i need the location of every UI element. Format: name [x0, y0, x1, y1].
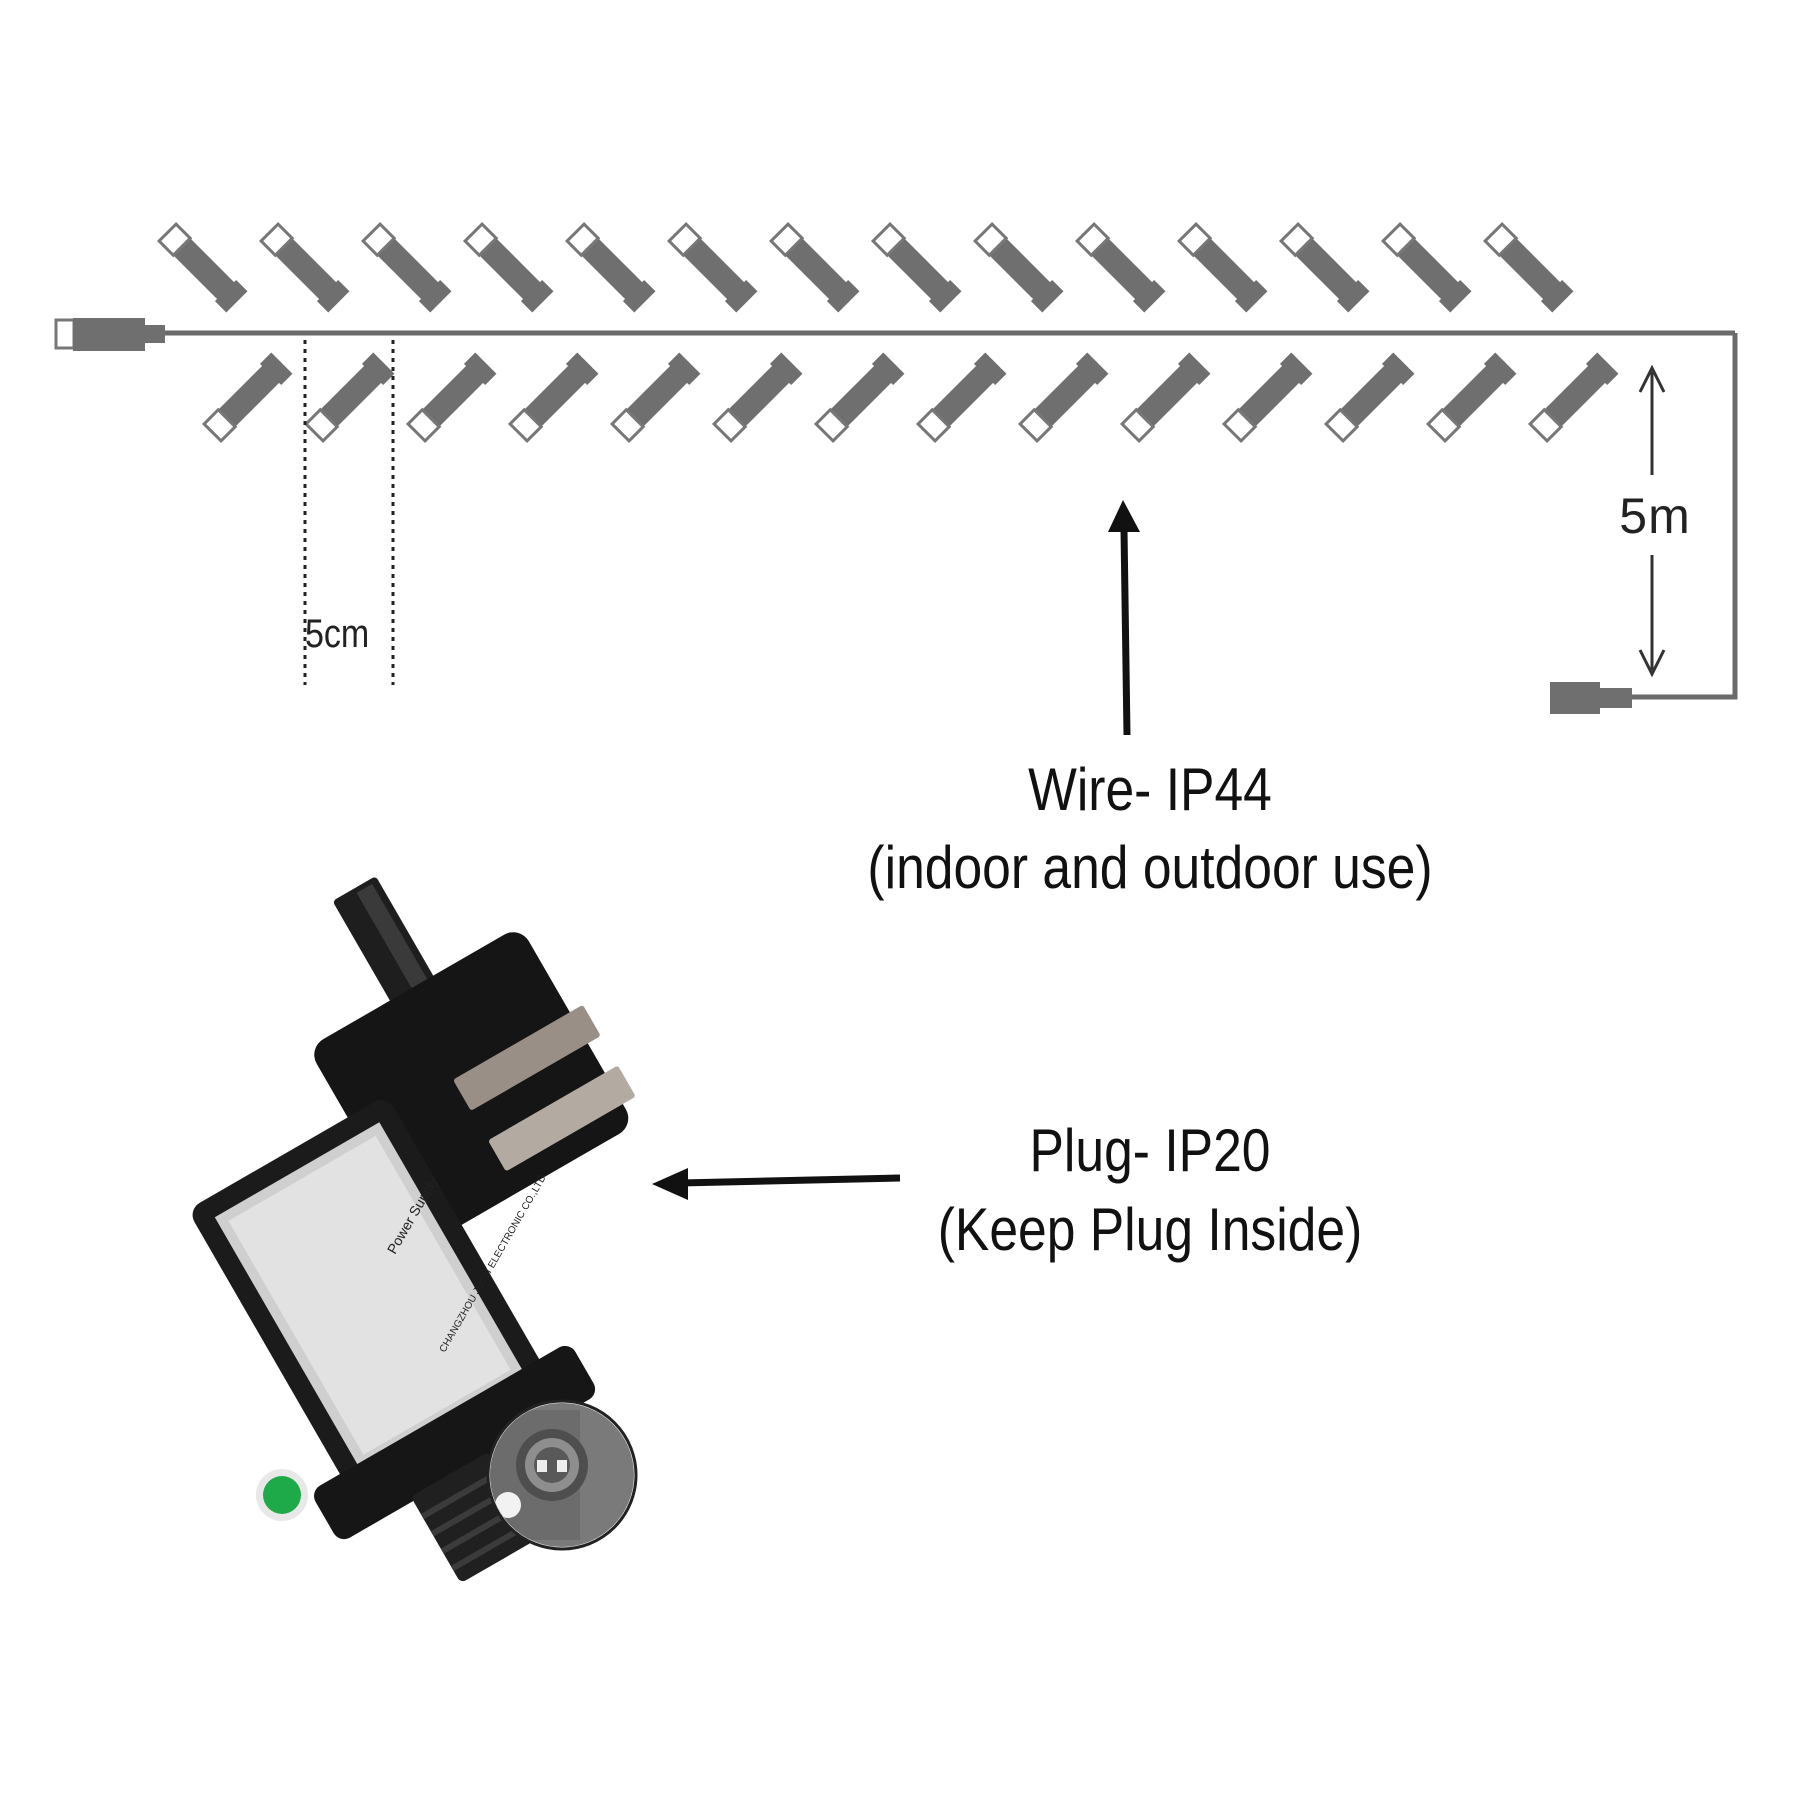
bulb-upper: [360, 221, 452, 313]
spacing-label: 5cm: [305, 612, 370, 656]
socket-inset: [486, 1399, 638, 1551]
bulb-upper: [666, 221, 758, 313]
bulb-group: [156, 221, 1619, 444]
bulb-lower: [1323, 352, 1415, 444]
bulb-lower: [303, 352, 395, 444]
plug-subtitle: (Keep Plug Inside): [937, 1196, 1363, 1263]
plug-title: Plug- IP20: [1029, 1117, 1271, 1184]
bulb-upper: [1176, 221, 1268, 313]
bulb-upper: [1482, 221, 1574, 313]
bulb-upper: [156, 221, 248, 313]
led-indicator: [256, 1469, 308, 1521]
power-adapter: Power Supply CHANGZHOU JUTAI ELECTRONIC …: [192, 877, 635, 1582]
bulb-lower: [1425, 352, 1517, 444]
bulb-upper: [870, 221, 962, 313]
bulb-lower: [1527, 352, 1619, 444]
bulb-upper: [768, 221, 860, 313]
spacing-guides: [303, 340, 395, 685]
wire-line: [160, 330, 1738, 700]
bulb-upper: [972, 221, 1064, 313]
end-connector: [1550, 682, 1632, 714]
bulb-lower: [1017, 352, 1109, 444]
bulb-upper: [462, 221, 554, 313]
bulb-lower: [711, 352, 803, 444]
wire-pointer-arrow: [1108, 500, 1140, 736]
bulb-lower: [405, 352, 497, 444]
bulb-lower: [915, 352, 1007, 444]
wire-subtitle: (indoor and outdoor use): [867, 834, 1433, 901]
bulb-upper: [1278, 221, 1370, 313]
bulb-lower: [1119, 352, 1211, 444]
bulb-upper: [1380, 221, 1472, 313]
bulb-upper: [258, 221, 350, 313]
wire-title: Wire- IP44: [1028, 756, 1272, 823]
bulb-lower: [507, 352, 599, 444]
lead-length-arrow: [1638, 364, 1666, 678]
bulb-upper: [1074, 221, 1166, 313]
bulb-lower: [201, 352, 293, 444]
bulb-lower: [813, 352, 905, 444]
bulb-upper: [564, 221, 656, 313]
input-connector: [54, 318, 165, 351]
plug-pointer-arrow: [652, 1168, 901, 1200]
bulb-lower: [609, 352, 701, 444]
lead-length-label: 5m: [1619, 488, 1691, 544]
bulb-lower: [1221, 352, 1313, 444]
